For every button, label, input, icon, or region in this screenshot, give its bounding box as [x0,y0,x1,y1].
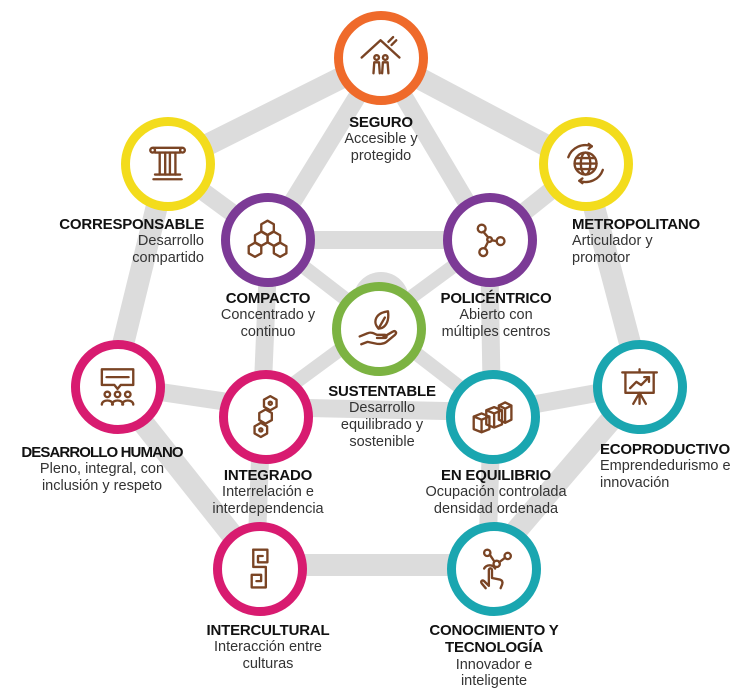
node-metropolitano [539,117,633,211]
desc-compacto-1: Concentrado y [220,307,316,324]
node-corresponsable [121,117,215,211]
label-intercultural: INTERCULTURAL Interacción entre culturas [158,622,378,673]
hand-leaf-icon [358,310,398,346]
desc-desarrollo-humano-2: inclusión y respeto [41,477,163,494]
node-desarrollo-humano [71,340,165,434]
desc-integrado-2: interdependencia [212,500,324,517]
label-policentrico: POLICÉNTRICO Abierto con múltiples centr… [386,290,606,341]
desc-metropolitano-1: Articulador y [572,233,653,250]
title-en-equilibrio: EN EQUILIBRIO [441,467,551,484]
node-compacto [221,193,315,287]
presentation-people-icon [101,368,135,407]
column-icon [149,147,187,181]
title-desarrollo-humano: DESARROLLO HUMANO [21,444,183,461]
desc-ecoproductivo-2: innovación [600,474,670,491]
globe-icon [567,143,605,185]
title-compacto: COMPACTO [225,290,311,307]
desc-seguro-2: protegido [350,147,412,164]
desc-policentrico-2: múltiples centros [441,323,551,340]
label-sustentable: SUSTENTABLE Desarrollo equilibrado y sos… [272,383,492,450]
node-intercultural [213,522,307,616]
linked-hexagons-icon [253,395,279,439]
title-integrado: INTEGRADO [223,467,313,484]
touch-network-icon [480,548,513,590]
greek-spiral-icon [250,548,270,590]
growth-board-icon [621,368,659,406]
network-nodes-icon [477,223,507,258]
house-family-icon [360,36,402,75]
desc-seguro-1: Accesible y [344,131,418,148]
desc-desarrollo-humano-1: Pleno, integral, con [39,461,165,478]
desc-en-equilibrio-2: densidad ordenada [433,500,559,517]
label-en-equilibrio: EN EQUILIBRIO Ocupación controlada densi… [386,467,606,518]
node-seguro [334,11,428,105]
desc-sustentable-2: equilibrado y [340,416,424,433]
desc-metropolitano-2: promotor [572,249,631,266]
title-sustentable: SUSTENTABLE [328,383,436,400]
desc-intercultural-1: Interacción entre [213,639,322,656]
title-policentrico: POLICÉNTRICO [440,290,552,307]
desc-sustentable-1: Desarrollo [348,400,416,417]
title-conocimiento-1: CONOCIMIENTO Y [429,622,559,639]
desc-corresponsable-1: Desarrollo [137,233,204,250]
node-ecoproductivo [593,340,687,434]
label-conocimiento-tecnologia: CONOCIMIENTO Y TECNOLOGÍA Innovador e in… [384,622,604,690]
node-sustentable [332,282,426,376]
label-metropolitano: METROPOLITANO Articulador y promotor [572,216,748,267]
node-integrado [219,370,313,464]
desc-en-equilibrio-1: Ocupación controlada [425,484,567,501]
node-en-equilibrio [446,370,540,464]
title-corresponsable: CORRESPONSABLE [59,216,204,233]
desc-conocimiento-2: inteligente [460,673,528,690]
desc-integrado-1: Interrelación e [222,484,314,501]
cubes-icon [472,401,514,434]
node-conocimiento-tecnologia [447,522,541,616]
label-compacto: COMPACTO Concentrado y continuo [158,290,378,341]
node-policentrico [443,193,537,287]
desc-conocimiento-1: Innovador e [455,656,533,673]
desc-sustentable-3: sostenible [349,433,415,450]
title-conocimiento-2: TECNOLOGÍA [445,639,543,657]
title-metropolitano: METROPOLITANO [572,216,700,233]
desc-intercultural-2: culturas [242,655,294,672]
desc-compacto-2: continuo [240,323,296,340]
label-seguro: SEGURO Accesible y protegido [271,114,491,165]
hexagons-icon [247,219,289,259]
label-integrado: INTEGRADO Interrelación e interdependenc… [158,467,378,518]
label-ecoproductivo: ECOPRODUCTIVO Emprendedurismo e innovaci… [600,441,748,492]
desc-ecoproductivo-1: Emprendedurismo e [600,458,731,475]
title-ecoproductivo: ECOPRODUCTIVO [600,441,730,458]
desc-corresponsable-2: compartido [132,249,204,266]
title-seguro: SEGURO [349,114,413,131]
desc-policentrico-1: Abierto con [459,307,533,324]
label-corresponsable: CORRESPONSABLE Desarrollo compartido [0,216,204,267]
label-desarrollo-humano: DESARROLLO HUMANO Pleno, integral, con i… [0,444,212,495]
title-intercultural: INTERCULTURAL [206,622,330,639]
